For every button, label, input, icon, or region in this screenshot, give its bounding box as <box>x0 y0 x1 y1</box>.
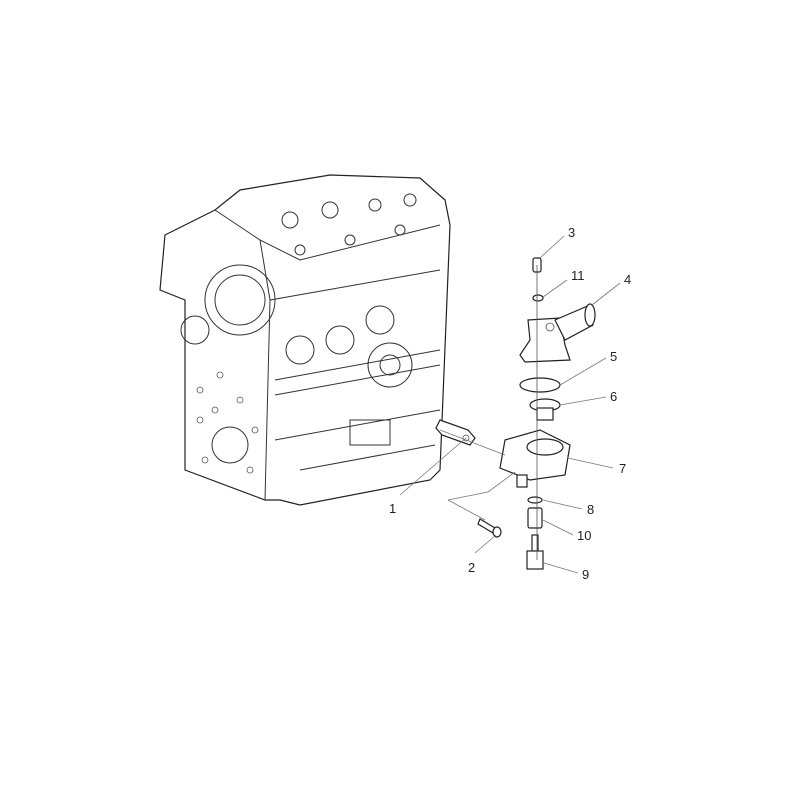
part-7-thermostat-housing <box>499 429 571 488</box>
callout-5: 5 <box>610 349 618 364</box>
part-9-temperature-sensor <box>526 534 544 570</box>
part-5-seal-ring <box>519 377 561 393</box>
callout-3: 3 <box>568 225 576 240</box>
part-4-thermostat-cover <box>519 303 596 363</box>
leader-lines <box>399 235 621 574</box>
callout-2: 2 <box>468 560 476 575</box>
callout-9: 9 <box>582 567 590 582</box>
callout-7: 7 <box>619 461 627 476</box>
callout-6: 6 <box>610 389 618 404</box>
callout-10: 10 <box>577 528 592 543</box>
callout-11: 11 <box>571 268 585 283</box>
part-2-bolt <box>477 518 502 538</box>
callout-8: 8 <box>587 502 595 517</box>
part-10-adapter <box>527 507 543 529</box>
part-8-washer <box>527 496 543 504</box>
part-6-thermostat <box>529 398 561 421</box>
part-11-o-ring <box>532 294 544 302</box>
engine-block <box>159 174 451 506</box>
callout-4: 4 <box>624 272 632 287</box>
callout-1: 1 <box>389 501 397 516</box>
